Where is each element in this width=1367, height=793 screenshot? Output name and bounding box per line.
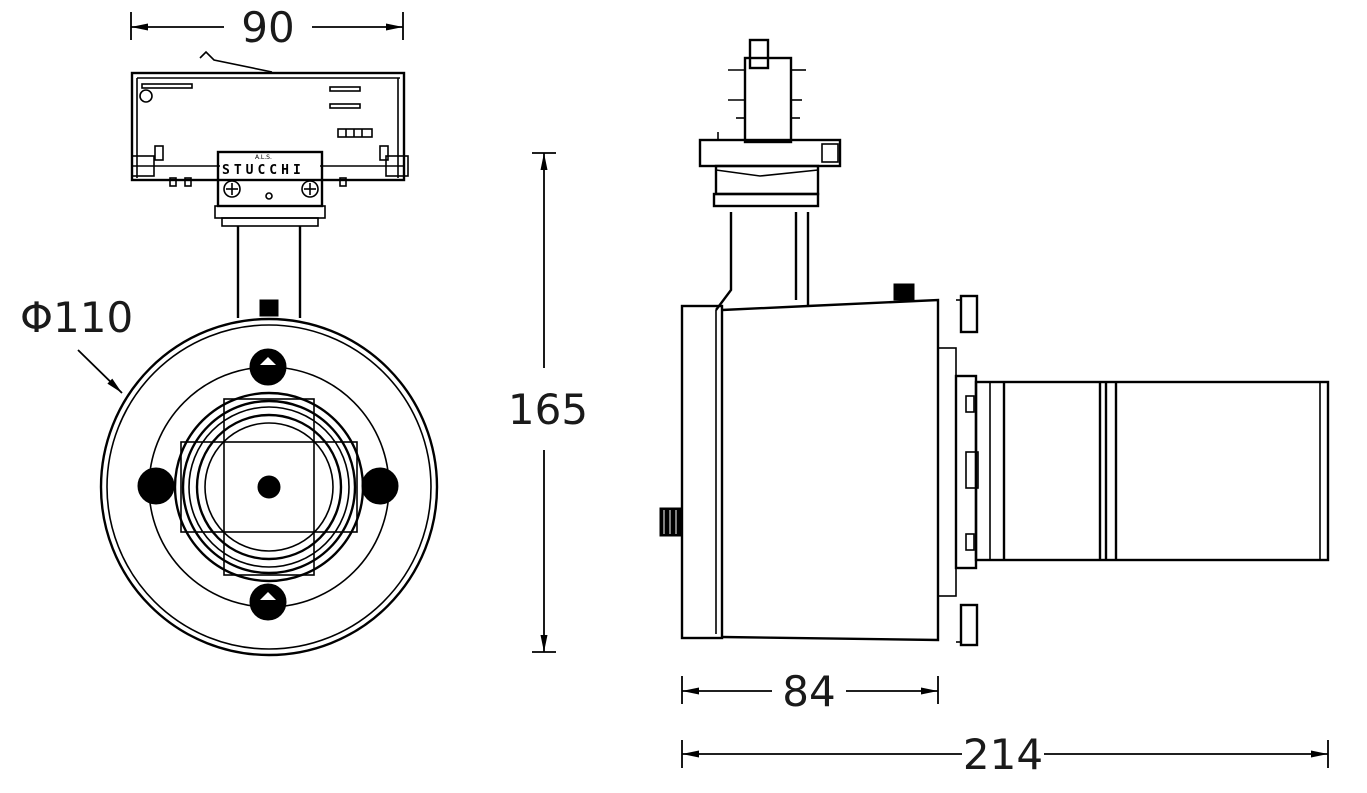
track-adapter <box>130 50 409 187</box>
brand-plate: A.L.S. STUCCHI <box>214 150 326 227</box>
side-flange <box>954 294 979 647</box>
dimension-label-165: 165 <box>508 385 588 434</box>
brand-label: STUCCHI <box>222 163 305 178</box>
dimension-label-90: 90 <box>241 3 294 52</box>
side-tube <box>974 380 1330 562</box>
dimension-diameter: Φ110 <box>20 293 133 394</box>
side-body <box>659 298 957 642</box>
side-adapter <box>698 38 842 208</box>
side-stem <box>715 212 915 311</box>
dimension-total-length: 214 <box>681 730 1329 779</box>
dimension-top-width: 90 <box>130 3 404 52</box>
dimension-body-length: 84 <box>681 667 939 716</box>
dimension-height: 165 <box>508 152 588 653</box>
dimension-label-diameter: Φ110 <box>20 293 133 342</box>
dimension-label-84: 84 <box>782 667 835 716</box>
knobs <box>137 348 399 621</box>
front-view: A.L.S. STUCCHI <box>20 3 439 657</box>
brand-top-label: A.L.S. <box>255 154 272 161</box>
stem <box>236 226 302 318</box>
dimension-label-214: 214 <box>963 730 1043 779</box>
side-view: 84 214 <box>659 38 1330 779</box>
